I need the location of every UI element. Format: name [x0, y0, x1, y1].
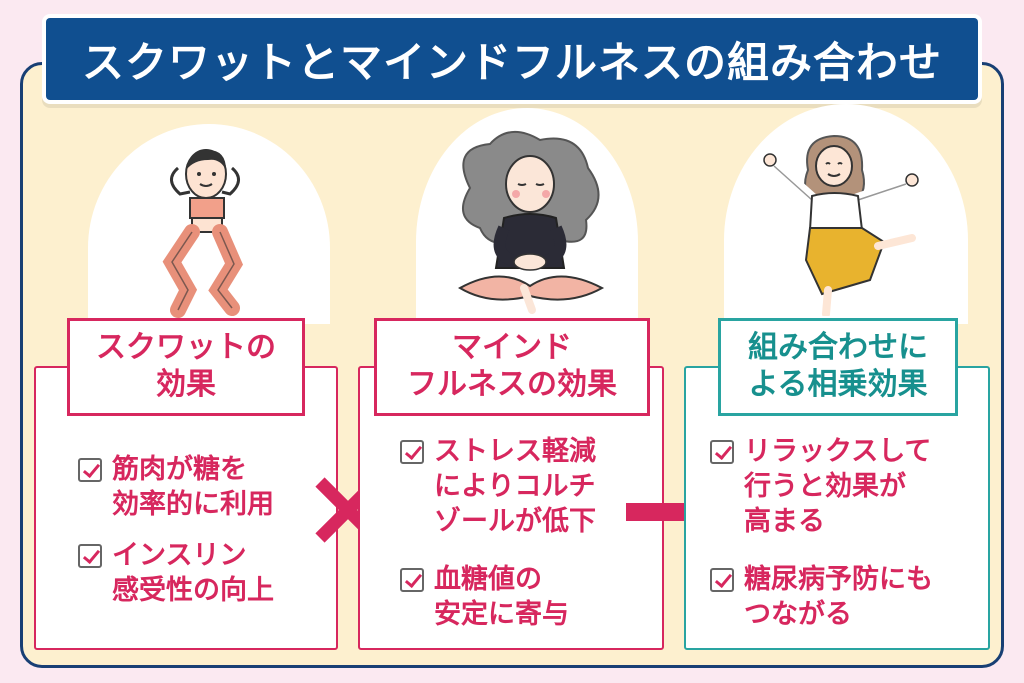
- joyful-woman-illustration: [763, 134, 919, 316]
- item-line: ストレス軽減: [434, 436, 596, 467]
- label-line: マインド: [452, 330, 572, 366]
- item-line: 効率的に利用: [112, 489, 274, 521]
- list-item: 糖尿病予防にも つながる: [710, 562, 933, 632]
- item-line: 高まる: [744, 506, 825, 538]
- list-item: リラックスして 行うと効果が 高まる: [710, 434, 931, 539]
- label-line: フルネスの効果: [407, 367, 617, 402]
- item-line: 筋肉が糖を: [112, 454, 247, 485]
- item-line: 血糖値の: [434, 564, 542, 595]
- label-line: 組み合わせに: [748, 330, 928, 366]
- item-line: 行うと効果が: [744, 471, 906, 503]
- meditating-woman-illustration: [457, 131, 605, 314]
- checkbox-icon: [400, 440, 424, 464]
- checkbox-icon: [710, 568, 734, 592]
- label-line: 効果: [156, 367, 216, 402]
- item-line: によりコルチ: [434, 471, 596, 503]
- checkbox-icon: [400, 568, 424, 592]
- mindfulness-effects-label: マインド フルネスの効果: [374, 318, 650, 416]
- label-line: よる相乗効果: [748, 367, 928, 402]
- item-line: リラックスして: [744, 436, 932, 467]
- checkbox-icon: [78, 458, 102, 482]
- label-line: スクワットの: [96, 330, 276, 366]
- item-line: つながる: [744, 599, 852, 631]
- item-line: インスリン: [112, 540, 247, 571]
- squat-effects-label: スクワットの 効果: [67, 318, 305, 416]
- list-item: インスリン 感受性の向上: [78, 538, 274, 608]
- item-line: 安定に寄与: [434, 599, 569, 631]
- item-line: 感受性の向上: [112, 575, 274, 607]
- list-item: ストレス軽減 によりコルチ ゾールが低下: [400, 434, 596, 539]
- item-line: 糖尿病予防にも: [744, 564, 933, 595]
- list-item: 血糖値の 安定に寄与: [400, 562, 569, 632]
- page-title: スクワットとマインドフルネスの組み合わせ: [46, 18, 978, 100]
- list-item: 筋肉が糖を 効率的に利用: [78, 452, 274, 522]
- item-line: ゾールが低下: [434, 506, 596, 538]
- checkbox-icon: [78, 544, 102, 568]
- synergy-effects-label: 組み合わせに よる相乗効果: [718, 318, 958, 416]
- squatting-woman-illustration: [162, 149, 244, 318]
- checkbox-icon: [710, 440, 734, 464]
